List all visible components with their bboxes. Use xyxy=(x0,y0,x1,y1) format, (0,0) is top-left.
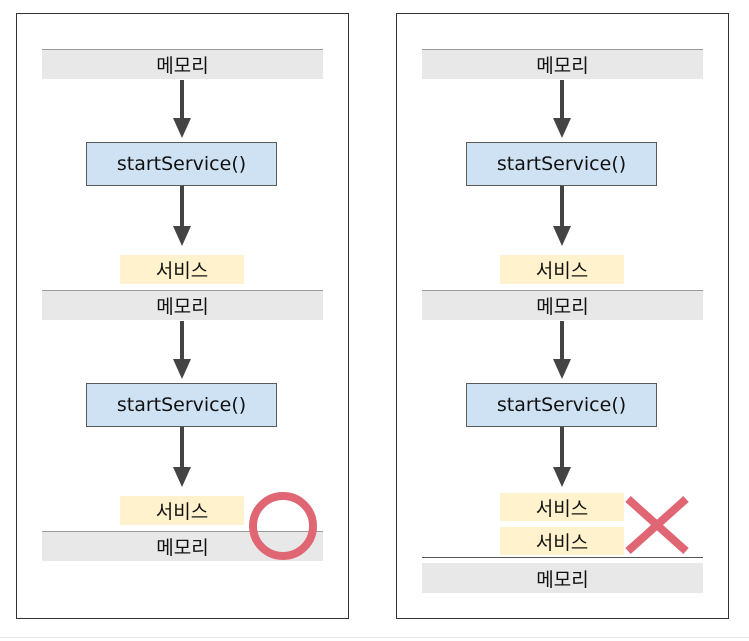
right-service-2a: 서비스 xyxy=(500,493,624,521)
right-service-1: 서비스 xyxy=(500,255,624,284)
left-arrow-2 xyxy=(173,186,191,246)
right-start-service-1: startService() xyxy=(466,142,657,186)
right-start-service-2: startService() xyxy=(466,383,657,427)
failure-x-icon xyxy=(625,496,689,554)
left-arrow-1 xyxy=(173,80,191,138)
right-memory-boundary-line xyxy=(422,557,703,558)
right-memory-top: 메모리 xyxy=(422,49,703,79)
success-circle-icon xyxy=(249,492,317,560)
left-service-1: 서비스 xyxy=(120,255,244,284)
left-service-2: 서비스 xyxy=(120,496,244,525)
left-arrow-3 xyxy=(173,321,191,379)
left-start-service-2: startService() xyxy=(86,383,277,427)
page-bottom-divider xyxy=(0,637,749,638)
right-memory-mid: 메모리 xyxy=(422,290,703,320)
left-memory-mid: 메모리 xyxy=(42,290,323,320)
right-arrow-1 xyxy=(553,80,571,138)
right-memory-bottom: 메모리 xyxy=(422,563,703,593)
right-service-2b: 서비스 xyxy=(500,527,624,555)
right-arrow-2 xyxy=(553,186,571,246)
left-memory-top: 메모리 xyxy=(42,49,323,79)
right-arrow-3 xyxy=(553,321,571,379)
left-arrow-4 xyxy=(173,427,191,487)
right-arrow-4 xyxy=(553,427,571,487)
left-start-service-1: startService() xyxy=(86,142,277,186)
